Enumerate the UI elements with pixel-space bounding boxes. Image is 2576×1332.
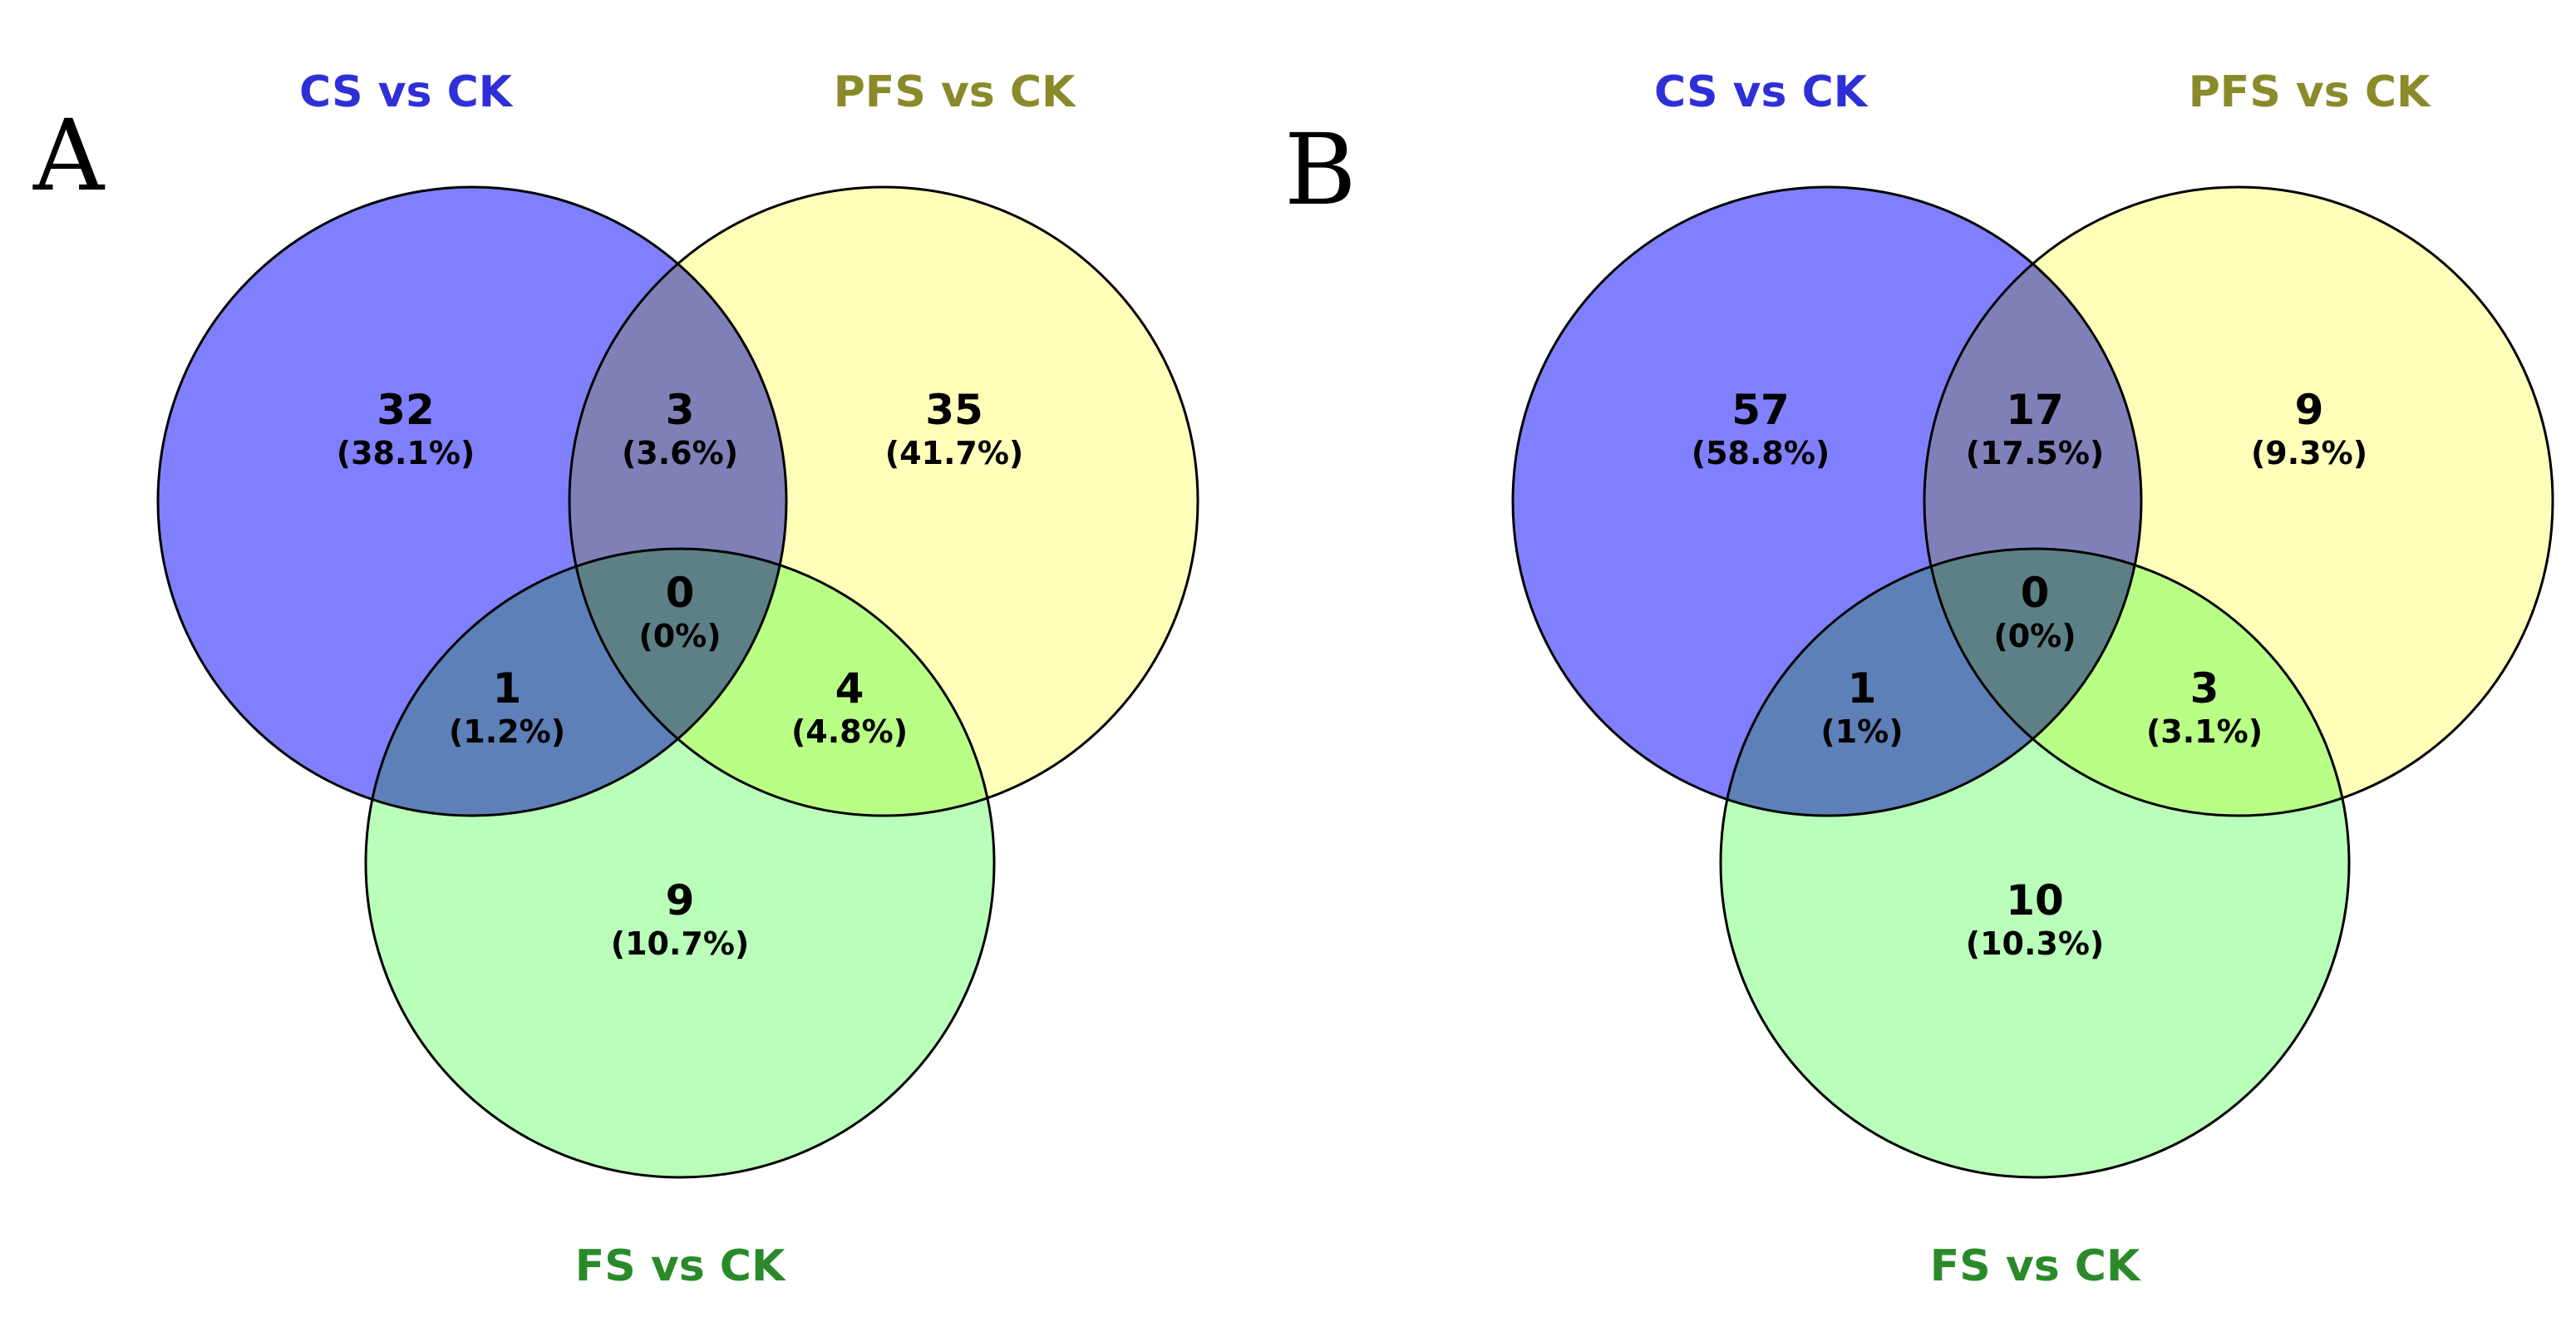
set-label-cs: CS vs CK — [1654, 67, 1869, 117]
region-count: 32 — [377, 386, 435, 434]
set-label-cs: CS vs CK — [299, 67, 514, 117]
region-pfs-only: 35 (41.7%) — [885, 386, 1024, 471]
region-count: 0 — [2021, 569, 2050, 617]
region-pfs-fs: 3 (3.1%) — [2146, 664, 2263, 750]
region-percent: (0%) — [638, 618, 721, 654]
region-count: 3 — [2190, 664, 2219, 713]
panel-letter-b: B — [1284, 112, 1357, 227]
region-count: 9 — [2295, 386, 2324, 434]
region-cs-only: 57 (58.8%) — [1692, 386, 1830, 471]
region-pfs-only: 9 (9.3%) — [2251, 386, 2367, 471]
region-percent: (58.8%) — [1692, 435, 1830, 471]
region-count: 4 — [835, 664, 864, 713]
region-percent: (3.6%) — [622, 435, 738, 471]
panel-b: B CS vs CK PFS vs CK FS vs CK 57 (58.8%)… — [1284, 67, 2554, 1291]
region-count: 57 — [1731, 386, 1790, 434]
region-fs-only: 10 (10.3%) — [1966, 876, 2105, 962]
circle-fs — [364, 547, 996, 1179]
set-label-fs: FS vs CK — [575, 1241, 786, 1291]
region-all: 0 (0%) — [1993, 569, 2076, 654]
region-cs-pfs: 17 (17.5%) — [1966, 386, 2105, 471]
region-percent: (4.8%) — [791, 713, 908, 750]
set-label-pfs: PFS vs CK — [2189, 67, 2431, 117]
set-label-fs: FS vs CK — [1930, 1241, 2141, 1291]
region-percent: (1.2%) — [449, 713, 565, 750]
region-percent: (10.3%) — [1966, 925, 2105, 962]
region-count: 10 — [2006, 876, 2064, 925]
circle-fs — [1719, 547, 2351, 1179]
region-percent: (41.7%) — [885, 435, 1024, 471]
region-fs-only: 9 (10.7%) — [611, 876, 750, 962]
region-count: 9 — [666, 876, 695, 925]
region-percent: (10.7%) — [611, 925, 750, 962]
region-cs-only: 32 (38.1%) — [337, 386, 475, 471]
region-cs-fs: 1 (1%) — [1820, 664, 1903, 750]
region-count: 3 — [666, 386, 695, 434]
panel-a: A CS vs CK PFS vs CK FS vs CK 32 (38.1%)… — [32, 67, 1199, 1291]
region-percent: (0%) — [1993, 618, 2076, 654]
region-percent: (3.1%) — [2146, 713, 2263, 750]
region-cs-fs: 1 (1.2%) — [449, 664, 565, 750]
region-count: 1 — [493, 664, 522, 713]
region-percent: (17.5%) — [1966, 435, 2105, 471]
region-cs-pfs: 3 (3.6%) — [622, 386, 738, 471]
region-percent: (1%) — [1820, 713, 1903, 750]
region-count: 0 — [666, 569, 695, 617]
region-percent: (38.1%) — [337, 435, 475, 471]
region-all: 0 (0%) — [638, 569, 721, 654]
set-label-pfs: PFS vs CK — [834, 67, 1076, 117]
region-count: 17 — [2006, 386, 2064, 434]
panel-letter-a: A — [32, 98, 106, 213]
region-count: 1 — [1848, 664, 1877, 713]
region-count: 35 — [925, 386, 983, 434]
region-percent: (9.3%) — [2251, 435, 2367, 471]
region-pfs-fs: 4 (4.8%) — [791, 664, 908, 750]
